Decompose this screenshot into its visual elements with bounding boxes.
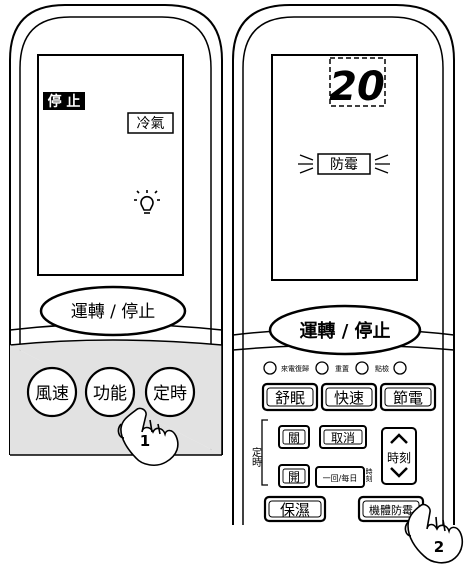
right-lcd-indicator: 防霉 — [330, 157, 358, 173]
humidity-button-label: 保濕 — [280, 501, 310, 519]
daily-button-label: 一回/每日 — [323, 473, 358, 483]
clock-side-label: 時刻 — [365, 468, 373, 483]
anti-mold-button-label: 機體防霉 — [369, 503, 413, 517]
light-bulb-icon — [134, 190, 160, 214]
left-timer-button[interactable] — [144, 366, 196, 418]
left-fan-speed-label: 風速 — [35, 384, 69, 404]
left-lcd-mode: 冷氣 — [137, 116, 165, 132]
timer-close-label: 關 — [288, 431, 300, 445]
check-button[interactable] — [355, 361, 369, 375]
left-lcd-status: 停 止 — [48, 93, 81, 110]
power-saving-button[interactable] — [379, 382, 437, 412]
left-power-button-label: 運轉 / 停止 — [71, 302, 156, 322]
left-timer-label: 定時 — [153, 384, 187, 404]
daily-button[interactable] — [315, 466, 365, 488]
left-function-button[interactable] — [84, 366, 136, 418]
left-function-label: 功能 — [93, 384, 127, 404]
sleep-button[interactable] — [261, 382, 319, 412]
small-button-label-3: 點檢 — [375, 364, 389, 373]
left-remote: 停 止 冷氣 運轉 / 停止 風速 功能 定時 — [9, 4, 223, 467]
timer-open-button[interactable] — [278, 464, 310, 488]
clock-label: 時刻 — [387, 451, 411, 465]
left-step-number: 1 — [140, 432, 150, 450]
small-button-label-2: 重置 — [335, 365, 349, 373]
timer-group-label: 定時 — [250, 446, 262, 467]
left-fan-speed-button[interactable] — [26, 366, 78, 418]
chevron-up-icon — [390, 433, 408, 444]
right-step-number: 2 — [434, 538, 444, 556]
cancel-button-label: 取消 — [331, 431, 355, 445]
timer-open-label: 開 — [288, 470, 300, 484]
blink-rays-icon — [298, 154, 390, 174]
right-power-button[interactable] — [268, 304, 422, 356]
right-power-button-label: 運轉 / 停止 — [299, 320, 390, 342]
reset-power-recovery-button[interactable] — [263, 361, 277, 375]
power-saving-button-label: 節電 — [393, 389, 423, 407]
timer-close-button[interactable] — [278, 425, 310, 449]
left-pointing-hand-icon — [117, 407, 179, 467]
right-remote: 20 防霉 運轉 / 停止 來電復歸 重置 點檢 舒眠 快速 — [232, 4, 464, 564]
extra-small-button[interactable] — [393, 361, 407, 375]
small-button-label-1: 來電復歸 — [281, 364, 309, 373]
chevron-down-icon — [390, 467, 408, 478]
right-pointing-hand-icon — [404, 503, 464, 564]
cancel-button[interactable] — [319, 425, 367, 449]
sleep-button-label: 舒眠 — [275, 389, 305, 407]
right-lcd-temperature: 20 — [329, 64, 385, 110]
left-lcd-screen — [37, 54, 184, 276]
reset-button[interactable] — [315, 361, 329, 375]
left-power-button[interactable] — [39, 285, 187, 337]
humidity-button[interactable] — [263, 495, 327, 523]
fast-button[interactable] — [320, 382, 378, 412]
fast-button-label: 快速 — [334, 389, 364, 407]
temperature-blink-frame — [329, 57, 386, 107]
